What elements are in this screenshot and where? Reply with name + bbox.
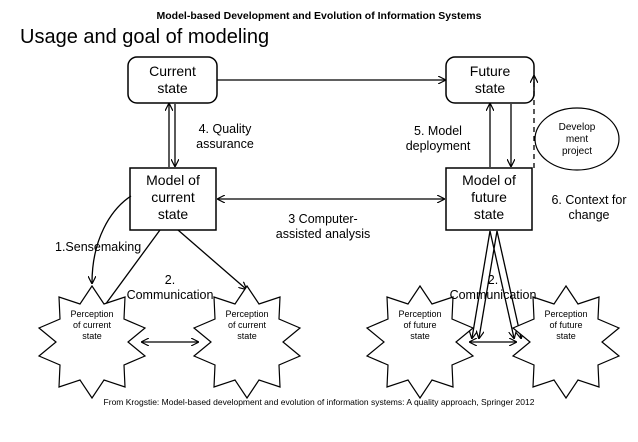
arrow-sensemaking bbox=[92, 195, 132, 283]
sensemaking-label: 1.Sensemaking bbox=[55, 240, 142, 254]
citation-footer: From Krogstie: Model-based development a… bbox=[103, 397, 535, 407]
development-project-ellipse bbox=[534, 107, 620, 171]
context-for-change-label: 6. Context for change bbox=[551, 193, 627, 222]
perception-future-1-label: Perception of future state bbox=[398, 309, 442, 341]
model-future-box bbox=[445, 167, 533, 231]
perception-current-2-label: Perception of current state bbox=[225, 309, 269, 341]
slide-title: Usage and goal of modeling bbox=[20, 26, 270, 48]
slide-header: Model-based Development and Evolution of… bbox=[156, 10, 482, 22]
communication-right-label: 2. Communication bbox=[449, 273, 537, 302]
computer-assisted-label: 3 Computer- assisted analysis bbox=[275, 212, 371, 241]
arrow-model-future-to-perception-4 bbox=[496, 230, 521, 338]
perception-future-2-label: Perception of future state bbox=[544, 309, 588, 341]
arrow-model-future-to-perception-1 bbox=[472, 230, 491, 338]
arrow-sensemaking-up bbox=[104, 229, 161, 306]
model-deployment-label: 5. Model deployment bbox=[405, 124, 471, 153]
development-project-label: Develop ment project bbox=[558, 122, 596, 157]
model-current-box bbox=[129, 167, 217, 231]
perception-current-1-label: Perception of current state bbox=[70, 309, 114, 341]
future-state-label: Future state bbox=[469, 63, 511, 96]
perception-future-1-shape bbox=[365, 284, 475, 400]
perception-current-1-shape bbox=[37, 284, 147, 400]
communication-left-label: 2. Communication bbox=[126, 273, 214, 302]
arrow-model-future-to-perception-3 bbox=[479, 230, 498, 338]
perception-current-2-shape bbox=[192, 284, 302, 400]
perception-future-2-shape bbox=[511, 284, 621, 400]
model-future-label: Model of future state bbox=[462, 172, 516, 222]
model-current-label: Model of current state bbox=[146, 172, 200, 222]
arrow-model-to-perception bbox=[177, 229, 246, 289]
quality-assurance-label: 4. Quality assurance bbox=[196, 122, 254, 151]
current-state-label: Current state bbox=[149, 63, 196, 96]
